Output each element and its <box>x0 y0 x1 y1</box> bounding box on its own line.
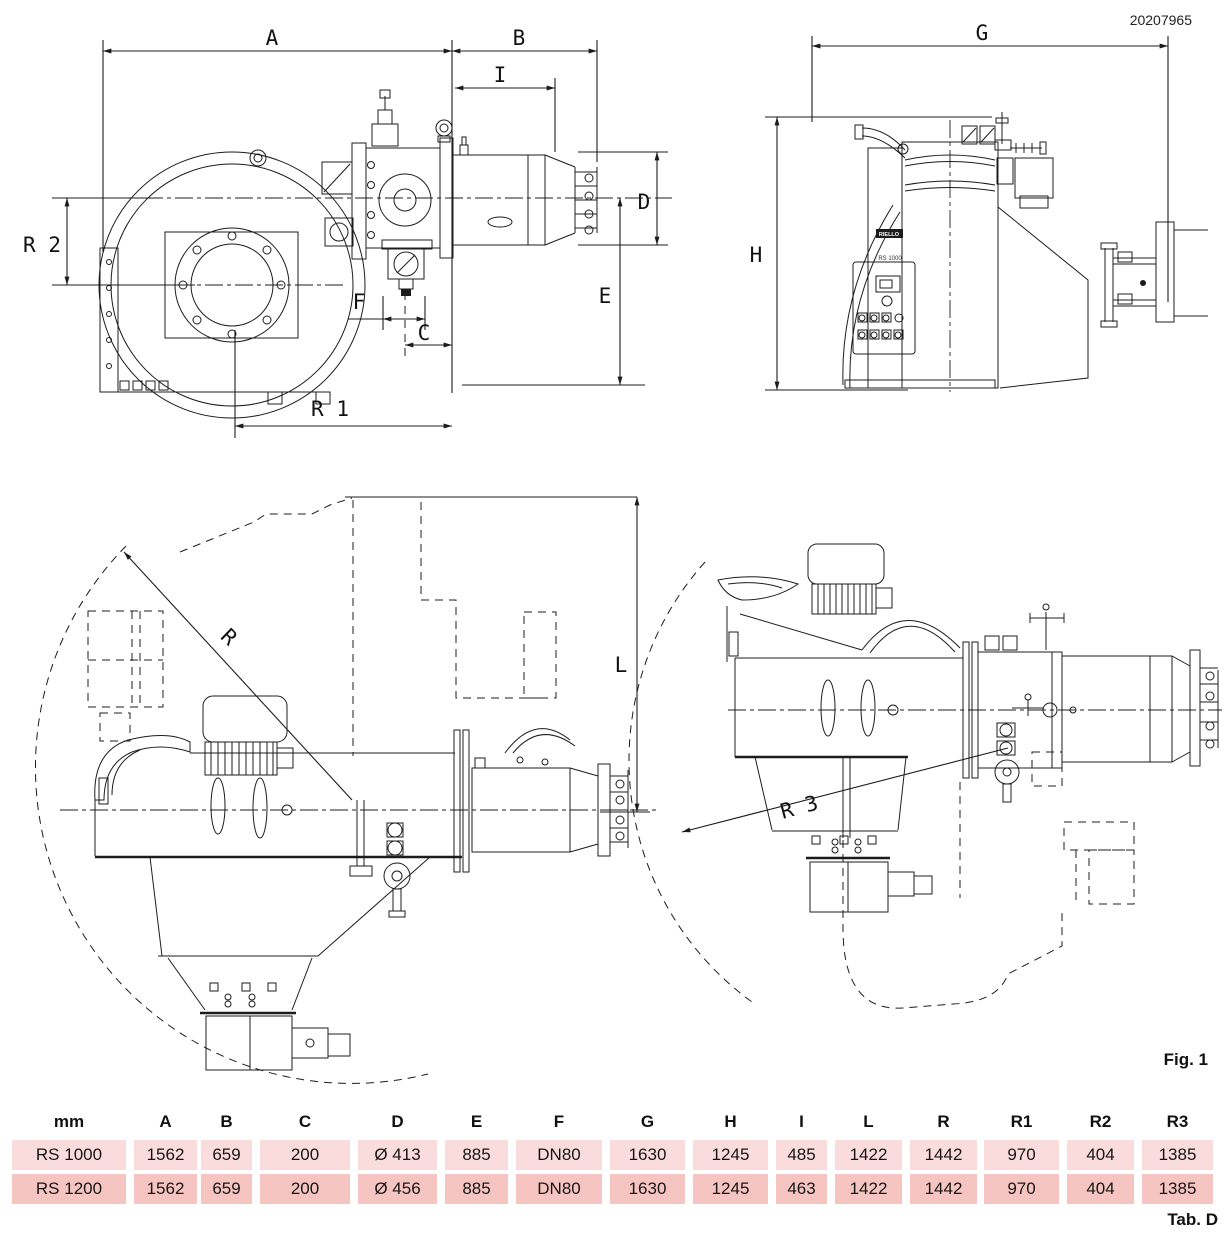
table-cell: DN80 <box>516 1174 602 1204</box>
table-header-cell: R2 <box>1089 1112 1112 1131</box>
table-cell: 1245 <box>693 1140 768 1170</box>
table-cell: 885 <box>445 1174 508 1204</box>
table-header-cell: I <box>799 1112 804 1131</box>
table-cell: RS 1200 <box>12 1174 126 1204</box>
table-cell: 1422 <box>835 1140 902 1170</box>
table-cell: 1562 <box>134 1174 197 1204</box>
table-header-cell: R <box>937 1112 950 1131</box>
table-header-cell: mm <box>53 1112 85 1131</box>
table-header-cell: G <box>640 1112 655 1131</box>
dim-label-b: B <box>513 26 526 50</box>
technical-drawing: A B I D E F C <box>23 21 1222 1084</box>
table-cell: 404 <box>1067 1174 1134 1204</box>
table-cell: 1562 <box>134 1140 197 1170</box>
dim-label-r3: R 3 <box>778 791 821 824</box>
table-cell: 885 <box>445 1140 508 1170</box>
table-cell: 200 <box>260 1174 350 1204</box>
table-cell: Ø 413 <box>358 1140 437 1170</box>
table-cell: 1385 <box>1142 1174 1213 1204</box>
table-cell: 1422 <box>835 1174 902 1204</box>
table-header-cell: A <box>159 1112 172 1131</box>
dim-label-f: F <box>353 290 366 314</box>
table-cell: 659 <box>201 1140 252 1170</box>
view-side: A B I D E F C <box>23 26 672 438</box>
table-cell: 970 <box>984 1174 1059 1204</box>
dim-label-a: A <box>266 26 279 50</box>
dim-label-r: R <box>216 624 242 650</box>
table-cell: Ø 456 <box>358 1174 437 1204</box>
table-cell: 1385 <box>1142 1140 1213 1170</box>
table-cell: DN80 <box>516 1140 602 1170</box>
table-cell: 1630 <box>610 1174 685 1204</box>
table-cell: 970 <box>984 1140 1059 1170</box>
dim-label-e: E <box>599 284 612 308</box>
table-cell: 659 <box>201 1174 252 1204</box>
dim-label-i: I <box>494 63 507 87</box>
table-cell: 1442 <box>910 1140 977 1170</box>
table-cell: RS 1000 <box>12 1140 126 1170</box>
table-header-cell: H <box>724 1112 737 1131</box>
table-label: Tab. D <box>1167 1210 1218 1229</box>
dim-label-l: L <box>615 653 628 677</box>
table-header-cell: C <box>298 1112 312 1131</box>
table-cell: 1630 <box>610 1140 685 1170</box>
dim-label-h: H <box>750 243 763 267</box>
table-cell: 200 <box>260 1140 350 1170</box>
view-top-left: L R <box>34 496 660 1084</box>
brand-badge: RIELLO <box>879 232 900 238</box>
table-header-cell: E <box>470 1112 483 1131</box>
table-header-cell: B <box>220 1112 233 1131</box>
view-top-right: R 3 <box>628 543 1222 1009</box>
dim-label-d: D <box>638 190 651 214</box>
table-cell: 1245 <box>693 1174 768 1204</box>
table-cell: 485 <box>776 1140 827 1170</box>
view-rear: G H <box>750 21 1208 392</box>
table-header-cell: F <box>553 1112 565 1131</box>
table-header-cell: R1 <box>1010 1112 1033 1131</box>
table-header-cell: D <box>391 1112 404 1131</box>
table-cell: 463 <box>776 1174 827 1204</box>
dim-label-c: C <box>418 321 431 345</box>
table-cell: 1442 <box>910 1174 977 1204</box>
figure-label: Fig. 1 <box>1163 1050 1208 1069</box>
table-header-cell: R3 <box>1166 1112 1189 1131</box>
model-label: RS 1000 <box>878 256 902 262</box>
table-cell: 404 <box>1067 1140 1134 1170</box>
part-number: 20207965 <box>1129 12 1192 28</box>
table-header-cell: L <box>863 1112 874 1131</box>
dim-label-g: G <box>976 21 989 45</box>
dim-label-r2: R 2 <box>23 233 61 257</box>
